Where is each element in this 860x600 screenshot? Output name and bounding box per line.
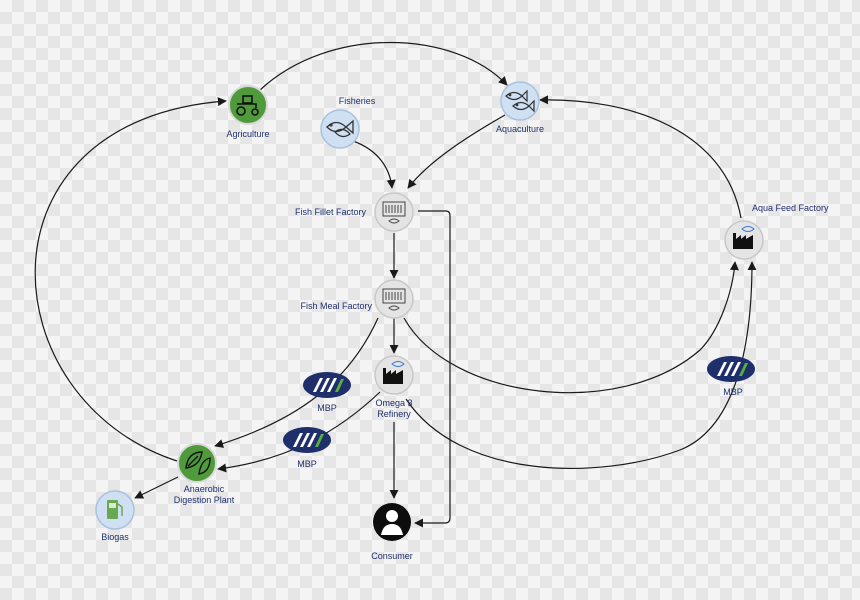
factory-icon [733,226,755,249]
mbp-label: MBP [297,459,317,469]
processing-machine-icon [382,201,406,224]
edge-fisheries-to-fillet [352,140,396,189]
node-anaerobic-digestion-plant[interactable]: Anaerobic Digestion Plant [174,443,235,505]
factory-icon [383,361,405,384]
node-label-fish-meal-factory: Fish Meal Factory [300,301,372,311]
node-biogas[interactable]: Biogas [95,490,135,542]
tractor-icon [236,95,259,116]
edge-omega3-to-aquafeed [405,261,757,469]
node-label-fisheries: Fisheries [339,96,376,106]
edge-agriculture-to-aquaculture [259,41,508,91]
node-label-aqua-feed-factory: Aqua Feed Factory [752,203,829,213]
node-fish-meal-factory[interactable]: Fish Meal Factory [300,279,414,319]
mbp-badge-2: MBP [283,427,331,469]
mbp-label: MBP [317,403,337,413]
fish-school-icon [505,89,535,113]
edge-meal-to-aquafeed [403,261,739,394]
edges [34,41,757,528]
fuel-pump-icon [107,500,123,519]
node-fish-fillet-factory[interactable]: Fish Fillet Factory [295,192,414,232]
node-label-fish-fillet-factory: Fish Fillet Factory [295,207,367,217]
node-label-omega3-line2: Refinery [377,409,411,419]
edge-aquafeed-to-aquaculture [539,95,742,219]
node-aqua-feed-factory[interactable]: Aqua Feed Factory [724,203,829,260]
node-omega3-refinery[interactable]: Omega 3 Refinery [374,355,414,419]
leaves-icon [185,451,211,475]
mbp-logo-icon [283,427,331,453]
node-label-consumer: Consumer [371,551,413,561]
node-label-omega3-line1: Omega 3 [375,398,412,408]
node-fisheries[interactable]: Fisheries [320,96,376,149]
node-aquaculture[interactable]: Aquaculture [496,81,544,134]
edge-anaerobic-to-agriculture [34,97,227,462]
node-label-agriculture: Agriculture [226,129,269,139]
node-label-biogas: Biogas [101,532,129,542]
node-label-anaerobic-line2: Digestion Plant [174,495,235,505]
edge-meal-to-anaerobic [214,317,379,448]
node-consumer[interactable]: Consumer [371,503,413,561]
node-label-aquaculture: Aquaculture [496,124,544,134]
processing-machine-icon [382,288,406,311]
node-label-anaerobic-line1: Anaerobic [184,484,225,494]
mbp-badge-3: MBP [707,356,755,397]
mbp-logo-icon [303,372,351,398]
edge-anaerobic-to-biogas [134,476,179,499]
edge-fillet-to-consumer [414,210,451,528]
node-agriculture[interactable]: Agriculture [226,85,270,139]
mbp-logo-icon [707,356,755,382]
mbp-label: MBP [723,387,743,397]
mbp-badge-1: MBP [303,372,351,413]
edge-aquaculture-to-fillet [407,114,506,189]
person-icon [381,510,403,535]
fish-icon [326,119,354,138]
